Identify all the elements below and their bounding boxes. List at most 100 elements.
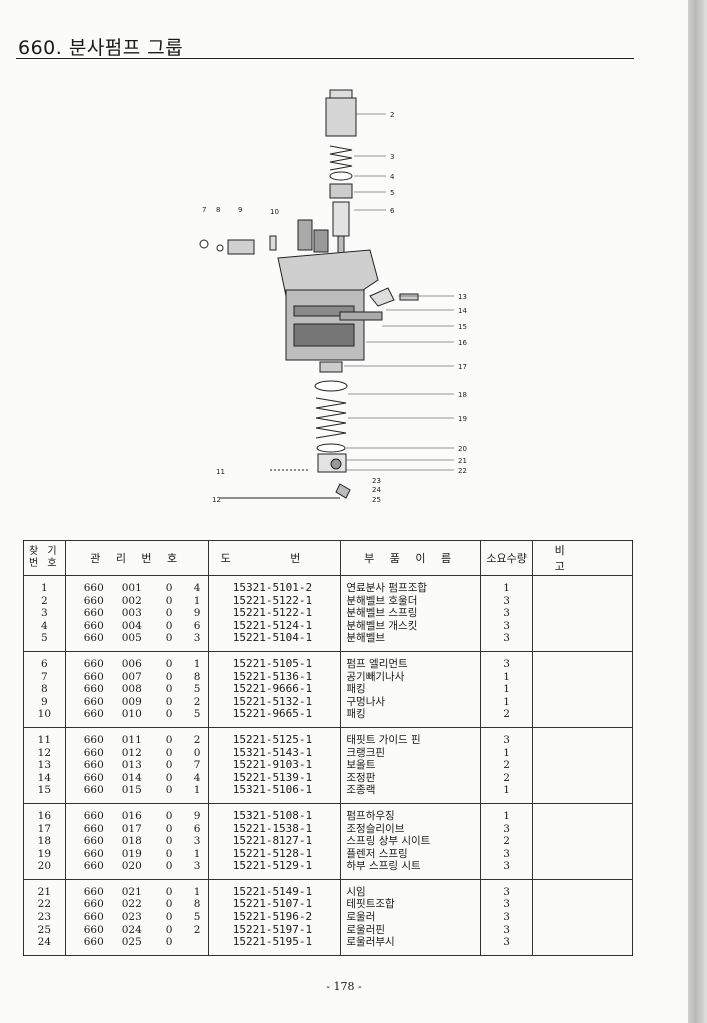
mgmt-check: 2 [193, 695, 201, 708]
mgmt-check: 3 [193, 835, 201, 848]
part-name: 분해벨브 스프링 [340, 607, 481, 620]
mgmt-group: 660 [83, 746, 104, 759]
drawing-number: 15321-5143-1 [207, 746, 342, 760]
find-number: 25 [23, 923, 66, 937]
part-name: 조정판 [340, 771, 481, 785]
quantity: 3 [479, 607, 534, 620]
part-name: 조종랙 [340, 784, 481, 804]
mgmt-rev: 0 [165, 885, 173, 898]
find-number: 8 [23, 683, 66, 696]
drawing-number: 15321-5106-1 [207, 783, 342, 804]
part-name: 태핏트 가이드 핀 [340, 726, 481, 747]
catalog-page: 660. 분사펌프 그룹 [16, 37, 634, 993]
mgmt-rev: 0 [165, 936, 173, 949]
svg-text:12: 12 [212, 496, 221, 504]
find-number: 20 [23, 860, 66, 880]
mgmt-check: 5 [193, 683, 201, 696]
svg-text:25: 25 [372, 496, 381, 504]
find-number: 17 [23, 822, 66, 836]
remarks [532, 695, 633, 709]
quantity: 1 [479, 746, 534, 760]
col-drawing-header: 도 번 [207, 540, 342, 576]
quantity: 3 [479, 860, 534, 880]
drawing-number: 15221-1538-1 [207, 822, 342, 836]
remarks [532, 683, 633, 696]
part-name: 분해벨브 개스킷 [340, 619, 481, 633]
drawing-number: 15221-5136-1 [207, 670, 342, 684]
remarks [532, 923, 633, 937]
remarks [532, 574, 633, 595]
mgmt-group: 660 [83, 835, 104, 848]
drawing-number: 15221-5129-1 [207, 859, 342, 880]
find-number: 11 [23, 726, 66, 747]
part-name: 분해벨브 [340, 632, 481, 652]
mgmt-check: 0 [193, 746, 201, 759]
remarks [532, 619, 633, 633]
mgmt-group: 660 [83, 923, 104, 936]
mgmt-rev: 0 [165, 607, 173, 620]
quantity: 3 [479, 911, 534, 924]
mgmt-group: 660 [83, 784, 104, 797]
mgmt-group: 660 [83, 695, 104, 708]
svg-text:13: 13 [458, 293, 467, 301]
svg-text:15: 15 [458, 323, 467, 331]
mgmt-rev: 0 [165, 771, 173, 784]
drawing-number: 15221-5128-1 [207, 847, 342, 861]
quantity: 3 [479, 632, 534, 652]
mgmt-seq: 021 [121, 885, 142, 898]
svg-text:2: 2 [390, 111, 394, 119]
svg-text:8: 8 [216, 206, 220, 214]
part-name: 하부 스프링 시트 [340, 860, 481, 880]
mgmt-check: 2 [193, 733, 201, 746]
quantity: 1 [479, 670, 534, 684]
mgmt-rev: 0 [165, 670, 173, 683]
find-number: 24 [23, 936, 66, 956]
quantity: 1 [479, 695, 534, 709]
quantity: 3 [479, 650, 534, 671]
mgmt-group: 660 [83, 683, 104, 696]
drawing-number: 15221-5195-1 [207, 935, 342, 956]
mgmt-check: 5 [193, 708, 201, 721]
part-name: 로울러 [340, 911, 481, 924]
mgmt-seq: 020 [121, 860, 142, 873]
mgmt-group: 660 [83, 670, 104, 683]
mgmt-seq: 019 [121, 847, 142, 860]
part-name: 시임 [340, 878, 481, 899]
mgmt-seq: 002 [121, 594, 142, 607]
remarks [532, 670, 633, 684]
mgmt-seq: 006 [121, 657, 142, 670]
parts-table-header: 찾 기 번 호 관 리 번 호 도 번 부 품 이 름 소요수량 비 고 [23, 540, 633, 576]
part-name: 구멍나사 [340, 695, 481, 709]
drawing-number: 15221-9665-1 [207, 708, 342, 728]
svg-text:24: 24 [372, 486, 381, 494]
part-name: 크랭크핀 [340, 746, 481, 760]
find-number: 12 [23, 746, 66, 760]
title-divider [16, 58, 634, 59]
mgmt-rev: 0 [165, 746, 173, 759]
mgmt-seq: 024 [121, 923, 142, 936]
part-name: 펌프하우징 [340, 802, 481, 823]
mgmt-check: 9 [193, 607, 201, 620]
svg-text:3: 3 [390, 153, 394, 161]
mgmt-seq: 023 [121, 911, 142, 924]
mgmt-check: 4 [193, 582, 201, 594]
quantity: 1 [479, 784, 534, 804]
mgmt-seq: 025 [121, 936, 142, 949]
part-name: 펌프 엘리먼트 [340, 650, 481, 671]
mgmt-seq: 017 [121, 822, 142, 835]
drawing-number: 15321-5101-2 [207, 574, 342, 595]
